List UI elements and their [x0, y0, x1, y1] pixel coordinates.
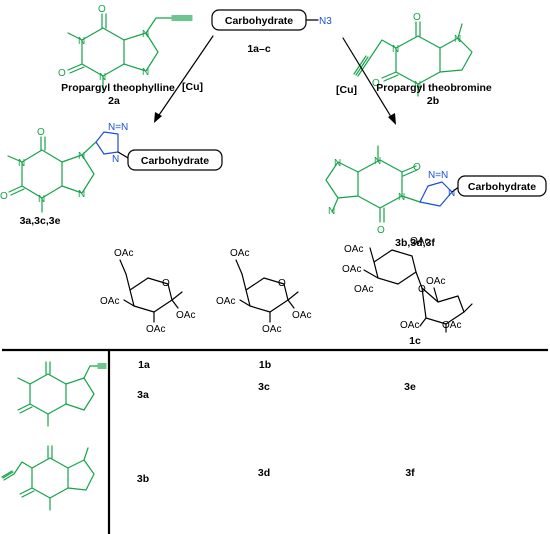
table-cell-r1-c3: 3e: [404, 381, 416, 393]
right-reagent-id: 2b: [427, 95, 439, 107]
sugar-1c-group-0: OAc: [344, 244, 363, 255]
svg-text:O: O: [98, 4, 106, 15]
results-table: 3a 3c 3e 3b 3d 3f: [1, 348, 548, 534]
sugar-1a-group-3: OAc: [176, 310, 195, 321]
svg-text:N: N: [78, 36, 85, 47]
sugar-1a-structure: OAc OAc OAc OAc O 1a: [100, 248, 195, 371]
svg-text:N: N: [328, 206, 335, 217]
carbohydrate-box-right-label: Carbohydrate: [468, 181, 536, 193]
reagent-label: 1a–c: [247, 43, 271, 55]
right-product-structure: Carbohydrate O O N N N N N=N N 3b,3d,3f: [325, 145, 547, 249]
propargyl-theophylline-structure: O O N N N N Propargyl theophylline 2a: [58, 4, 193, 107]
left-product-structure: Carbohydrate O O N N N N N=N N 3a,3c,3e: [0, 122, 223, 227]
sugar-1c-group-4: OAc: [426, 276, 445, 287]
svg-text:N: N: [18, 158, 25, 169]
right-reagent-name: Propargyl theobromine: [376, 82, 492, 94]
svg-text:N: N: [414, 80, 421, 91]
carbohydrate-box-top-label: Carbohydrate: [225, 15, 293, 27]
sugar-1b-group-3: OAc: [292, 310, 311, 321]
svg-text:O: O: [377, 225, 385, 236]
svg-text:N: N: [334, 158, 341, 169]
svg-text:O: O: [58, 68, 66, 79]
table-cell-r2-c1: 3b: [137, 473, 149, 485]
svg-text:N: N: [454, 34, 461, 45]
right-product-ids: 3b,3d,3f: [395, 237, 435, 249]
svg-text:N: N: [99, 72, 106, 83]
sugar-1b-group-0: OAc: [230, 248, 249, 259]
svg-text:N: N: [448, 188, 455, 199]
svg-text:N: N: [392, 44, 399, 55]
sugar-1c-structure: OAc OAc OAc OAc OAc OAc OAc O 1c: [342, 236, 473, 347]
carbohydrate-box-left-label: Carbohydrate: [141, 155, 209, 167]
svg-text:O: O: [162, 278, 170, 289]
svg-text:O: O: [413, 12, 421, 23]
svg-text:N: N: [142, 29, 149, 40]
left-reagent-name: Propargyl theophylline: [61, 82, 175, 94]
svg-text:N: N: [398, 192, 405, 203]
sugar-1c-group-3: OAc: [410, 236, 429, 247]
table-row-1-structure: [17, 361, 107, 427]
sugar-1a-group-2: OAc: [146, 324, 165, 335]
table-row-2-structure: [1, 445, 95, 511]
catalyst-left: [Cu]: [182, 81, 203, 93]
svg-text:N: N: [374, 156, 381, 167]
sugar-1c-id: 1c: [409, 335, 421, 347]
sugar-1a-group-0: OAc: [114, 248, 133, 259]
svg-text:O: O: [372, 78, 380, 89]
svg-text:O: O: [413, 162, 421, 173]
sugar-1b-group-1: OAc: [216, 296, 235, 307]
sugar-1c-group-6: OAc: [442, 320, 461, 331]
catalyst-right: [Cu]: [336, 84, 357, 96]
svg-text:N: N: [112, 154, 119, 165]
left-reagent-id: 2a: [108, 95, 120, 107]
azide-label: N3: [319, 16, 332, 27]
svg-text:N: N: [78, 189, 85, 200]
sugar-1c-group-5: OAc: [400, 320, 419, 331]
svg-text:N=N: N=N: [108, 122, 128, 133]
table-cell-r2-c3: 3f: [405, 467, 415, 479]
table-cell-r2-c2: 3d: [258, 467, 270, 479]
table-cell-r1-c2: 3c: [258, 381, 270, 393]
svg-text:N: N: [38, 194, 45, 205]
left-product-ids: 3a,3c,3e: [20, 215, 61, 227]
svg-text:N: N: [78, 151, 85, 162]
svg-text:N: N: [142, 67, 149, 78]
sugar-1c-group-1: OAc: [342, 264, 361, 275]
svg-text:O: O: [0, 191, 8, 202]
reaction-arrows: [Cu] [Cu]: [154, 35, 396, 125]
sugar-1b-group-2: OAc: [262, 324, 281, 335]
sugar-1a-group-1: OAc: [100, 296, 119, 307]
svg-text:O: O: [418, 284, 426, 295]
table-cell-r1-c1: 3a: [137, 389, 149, 401]
carbohydrate-azide: Carbohydrate N3 1a–c: [211, 9, 332, 55]
svg-text:O: O: [37, 127, 45, 138]
propargyl-theobromine-structure: O O N N N Propargyl theobromine 2b: [353, 12, 492, 107]
sugar-1a-id: 1a: [138, 359, 150, 371]
carbohydrate-box-right: [457, 175, 547, 197]
svg-text:O: O: [278, 278, 286, 289]
sugar-1b-id: 1b: [259, 359, 271, 371]
svg-text:N=N: N=N: [428, 170, 448, 181]
carbohydrate-box-left: [127, 149, 223, 171]
sugar-1b-structure: OAc OAc OAc OAc O 1b: [216, 248, 311, 371]
sugar-1c-group-2: OAc: [354, 284, 373, 295]
